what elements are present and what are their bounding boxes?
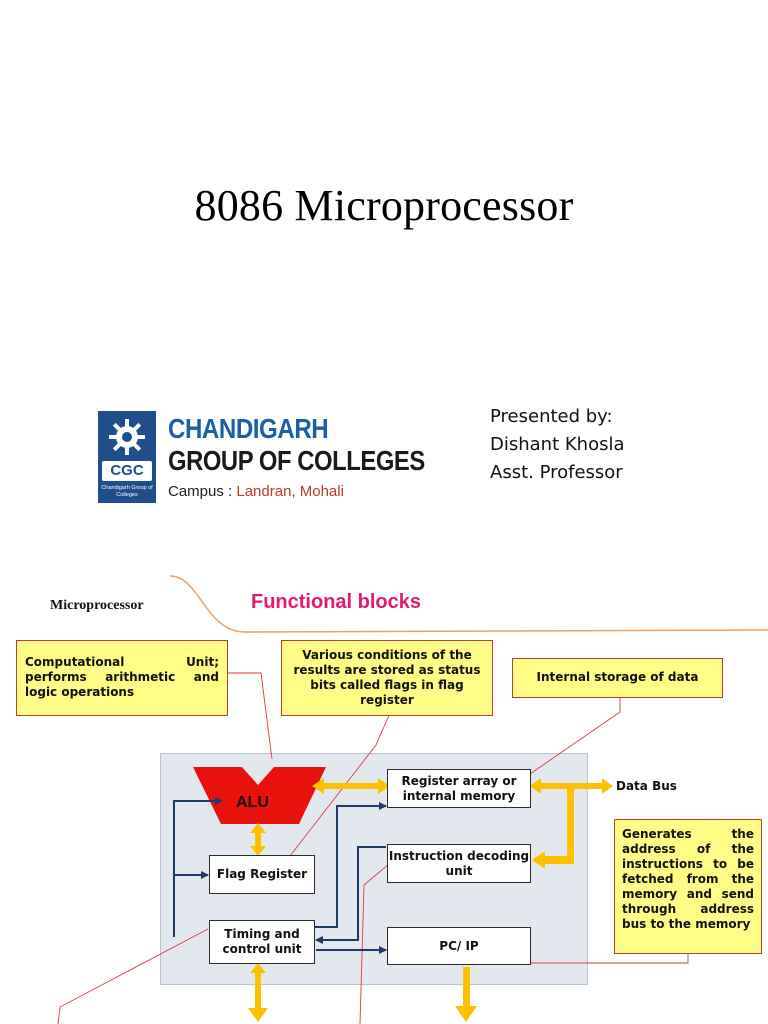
college-logo: CGC Chandigarh Group of Colleges CHANDIG… [98, 411, 425, 503]
alu-callout-line [222, 672, 273, 760]
presenter-info: Presented by: Dishant Khosla Asst. Profe… [490, 403, 625, 487]
decoder-callout-line [359, 863, 390, 1024]
logo-badge-subtext: Chandigarh Group of Colleges [101, 485, 153, 498]
control-bus-arrow [248, 963, 268, 1022]
logo-badge: CGC Chandigarh Group of Colleges [98, 411, 156, 503]
logo-badge-text: CGC [102, 461, 152, 481]
presenter-name: Dishant Khosla [490, 434, 625, 455]
timing-to-register-line [315, 802, 387, 928]
slide-header-title: Functional blocks [251, 591, 422, 613]
slide-title: 8086 Microprocessor [194, 181, 574, 230]
storage-note: Internal storage of data [512, 658, 723, 698]
presenter-heading: Presented by: [490, 406, 613, 427]
logo-line-2: GROUP OF COLLEGES [168, 445, 425, 476]
address-bus-arrow [455, 967, 477, 1022]
decoder-to-timing-line [315, 846, 386, 944]
title-slide: 8086 Microprocessor CGC Chandigarh Grou [98, 181, 625, 503]
gear-icon [109, 419, 145, 455]
bus-riser [567, 786, 574, 860]
pc-callout-line [531, 954, 689, 964]
instruction-decoding-block: Instruction decoding unit [387, 844, 531, 883]
pc-note: Generates the address of the instruction… [614, 819, 762, 954]
alu-label: ALU [236, 794, 269, 811]
alu-note: Computational Unit; performs arithmetic … [16, 640, 228, 716]
timing-control-block: Timing and control unit [209, 920, 315, 964]
campus-location: Landran, Mohali [236, 483, 344, 500]
flag-note: Various conditions of the results are st… [281, 640, 493, 716]
logo-line-3: Campus : Landran, Mohali [168, 483, 344, 500]
bus-to-decoder-arrow [532, 851, 574, 869]
slide-header-label: Microprocessor [50, 598, 144, 613]
pc-ip-block: PC/ IP [387, 927, 531, 965]
functional-blocks-slide: Microprocessor Functional blocks [0, 560, 768, 1024]
left-bus-line [173, 797, 223, 937]
storage-callout-line [529, 698, 621, 775]
logo-line-1: CHANDIGARH [168, 413, 329, 444]
header-swoosh [169, 575, 768, 633]
campus-label: Campus : [168, 483, 237, 500]
timing-callout-line [57, 928, 209, 1024]
flag-register-block: Flag Register [209, 855, 315, 894]
diagram-connectors [57, 575, 768, 1024]
presenter-title: Asst. Professor [490, 462, 623, 483]
alu-register-arrow [312, 778, 390, 794]
alu-shape [193, 767, 326, 824]
flag-callout-line [289, 712, 391, 857]
data-bus-label: Data Bus [616, 779, 677, 793]
register-array-block: Register array or internal memory [387, 769, 531, 808]
alu-flag-arrow [250, 823, 266, 856]
